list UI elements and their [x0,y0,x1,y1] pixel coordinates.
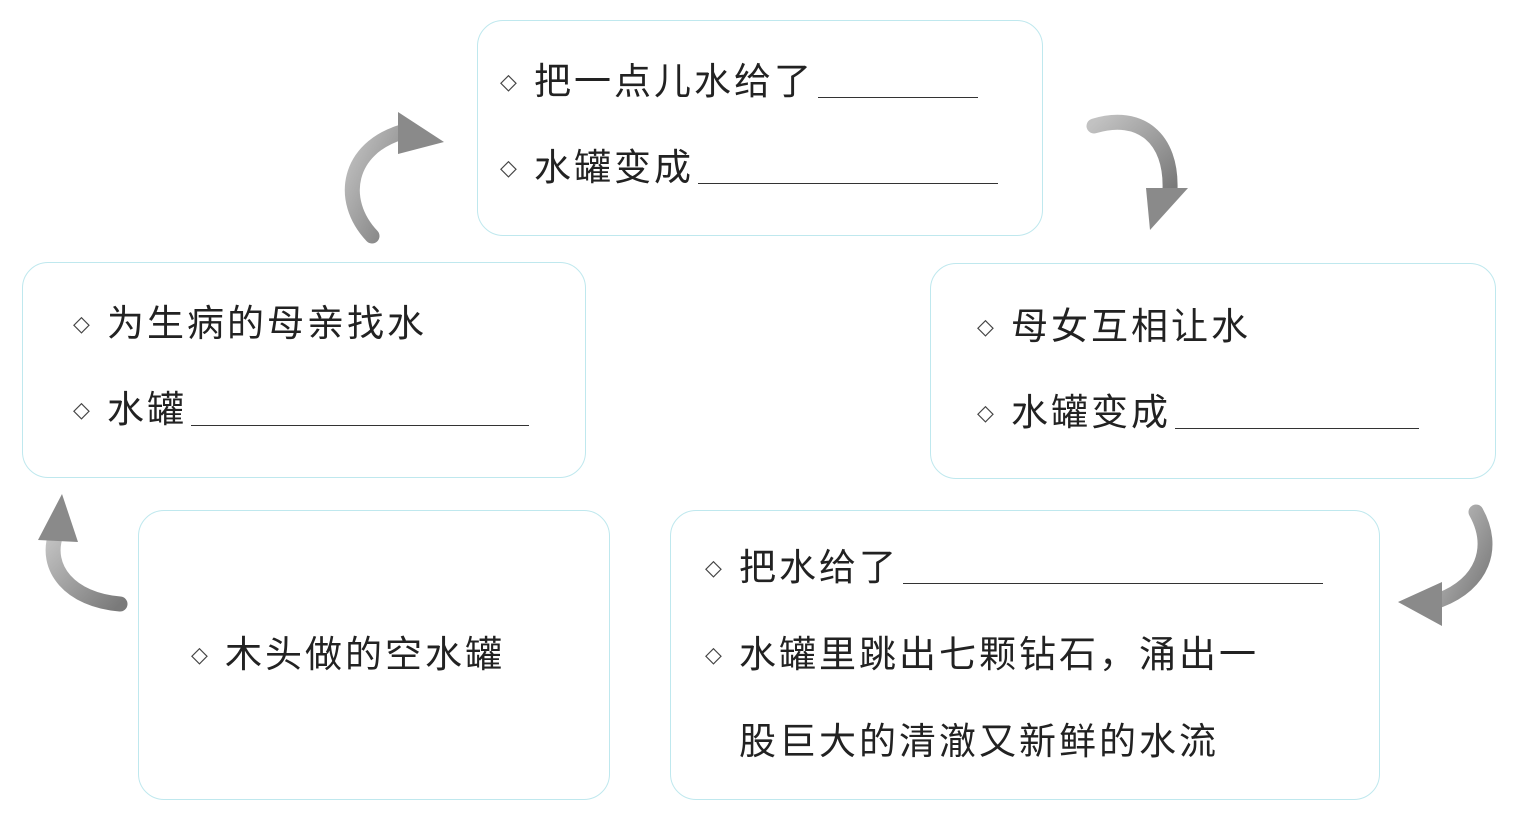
box-right-text-2: 水罐变成 [1011,391,1171,434]
curved-arrow-icon [1086,114,1188,230]
fill-in-blank[interactable] [698,149,998,184]
diamond-bullet-icon: ◇ [977,314,997,340]
box-top-line-1: ◇ 把一点儿水给了 [500,60,978,104]
box-bottom-left-text-1: 木头做的空水罐 [225,633,505,676]
fill-in-blank[interactable] [903,549,1323,584]
diamond-bullet-icon: ◇ [500,155,520,181]
box-bottom-right-line-1: ◇ 把水给了 [705,546,1323,590]
story-box-bottom-right: ◇ 把水给了 ◇ 水罐里跳出七颗钻石，涌出一 股巨大的清澈又新鲜的水流 [670,510,1380,800]
box-top-line-2: ◇ 水罐变成 [500,146,998,190]
box-left-line-2: ◇ 水罐 [73,388,529,432]
box-left-text-2: 水罐 [107,388,187,431]
box-right-line-2: ◇ 水罐变成 [977,391,1419,435]
diamond-bullet-icon: ◇ [977,400,997,426]
box-bottom-right-line-3: 股巨大的清澈又新鲜的水流 [705,720,1219,764]
fill-in-blank[interactable] [818,63,978,98]
story-box-top: ◇ 把一点儿水给了 ◇ 水罐变成 [477,20,1043,236]
story-box-right: ◇ 母女互相让水 ◇ 水罐变成 [930,263,1496,479]
box-right-text-1: 母女互相让水 [1011,305,1251,348]
box-top-text-2: 水罐变成 [534,146,694,189]
box-top-text-1: 把一点儿水给了 [534,60,814,103]
story-box-bottom-left: ◇ 木头做的空水罐 [138,510,610,800]
diamond-bullet-icon: ◇ [191,642,211,668]
diamond-bullet-icon: ◇ [73,397,93,423]
fill-in-blank[interactable] [191,391,529,426]
box-left-line-1: ◇ 为生病的母亲找水 [73,302,427,346]
diamond-bullet-icon: ◇ [500,69,520,95]
diamond-bullet-icon: ◇ [73,311,93,337]
curved-arrow-icon [38,494,128,612]
box-right-line-1: ◇ 母女互相让水 [977,305,1251,349]
box-bottom-right-text-1: 把水给了 [739,546,899,589]
box-bottom-left-line-1: ◇ 木头做的空水罐 [191,633,505,677]
story-box-left: ◇ 为生病的母亲找水 ◇ 水罐 [22,262,586,478]
curved-arrow-icon [1398,504,1493,626]
curved-arrow-icon [344,112,444,244]
box-bottom-right-line-2: ◇ 水罐里跳出七颗钻石，涌出一 [705,633,1259,677]
diamond-bullet-icon: ◇ [705,642,725,668]
box-bottom-right-text-3: 股巨大的清澈又新鲜的水流 [739,720,1219,763]
box-left-text-1: 为生病的母亲找水 [107,302,427,345]
diamond-bullet-icon: ◇ [705,555,725,581]
fill-in-blank[interactable] [1175,394,1419,429]
box-bottom-right-text-2: 水罐里跳出七颗钻石，涌出一 [739,633,1259,676]
